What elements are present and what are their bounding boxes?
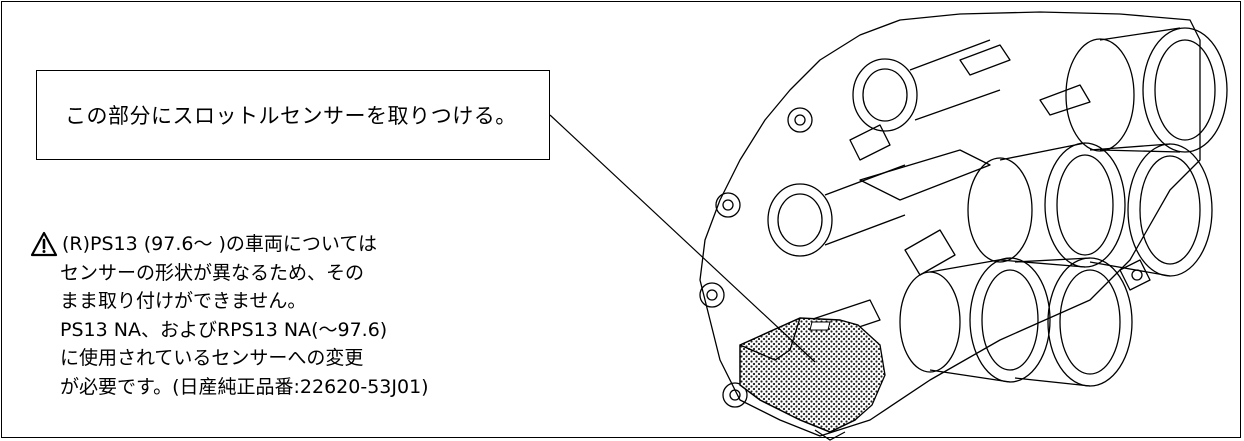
note-line-1-row: (R)PS13 (97.6～ )の車両については (30, 230, 429, 259)
note-line-4: PS13 NA、およびRPS13 NA(～97.6) (60, 318, 388, 341)
leader-line (549, 114, 816, 363)
callout-text: この部分にスロットルセンサーを取りつける。 (65, 104, 517, 128)
warning-triangle-icon (30, 232, 58, 257)
warning-note: (R)PS13 (97.6～ )の車両については センサーの形状が異なるため、そ… (30, 230, 429, 401)
note-line-1: (R)PS13 (97.6～ )の車両については (62, 233, 377, 255)
note-line-2: センサーの形状が異なるため、その (60, 261, 365, 284)
throttle-sensor-highlight (739, 317, 886, 441)
note-line-3: まま取り付けができません。 (60, 290, 307, 312)
note-line-6: が必要です。(日産純正品番:22620-53J01) (60, 375, 429, 398)
note-line-5: に使用されているセンサーへの変更 (60, 347, 364, 369)
callout-box: この部分にスロットルセンサーを取りつける。 (36, 70, 550, 160)
